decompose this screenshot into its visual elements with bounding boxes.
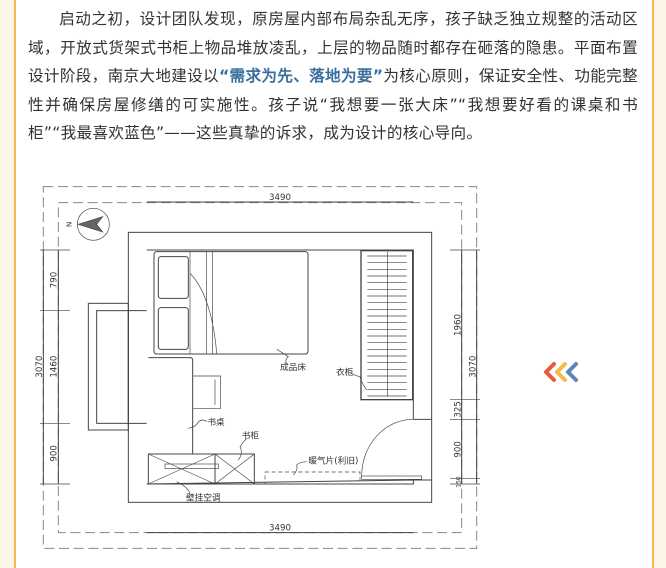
- dim-bottom: 3490: [269, 524, 291, 534]
- dim-right-3: 900: [454, 441, 464, 458]
- label-bookcase: 书柜: [242, 429, 260, 441]
- article-card: [14, 0, 654, 568]
- compass-north: N: [65, 222, 74, 227]
- label-ac: 壁挂空调: [186, 492, 221, 504]
- floor-plan: 3490 3490 3070 790 1460 900 3070 1960 32…: [35, 186, 480, 549]
- paragraph-text: 启动之初，设计团队发现，原房屋内部布局杂乱无序，孩子缺乏独立规整的活动区域，开放…: [28, 10, 638, 85]
- dim-right-1: 1960: [454, 314, 464, 336]
- label-bed: 成品床: [280, 361, 306, 373]
- dim-left-1: 790: [50, 272, 60, 289]
- label-radiator: 暖气片(利旧): [308, 454, 358, 466]
- label-wardrobe: 衣柜: [336, 366, 354, 378]
- label-desk: 书桌: [207, 416, 225, 428]
- dim-left-2: 1460: [50, 356, 60, 378]
- paragraph-text-end: 为核心原则，保证安全性、功能完整性并确保房屋修缮的可实施性。孩子说“我想要一张大…: [28, 67, 638, 142]
- dim-right-total: 3070: [468, 356, 478, 378]
- dim-left-3: 900: [50, 445, 60, 462]
- highlight-text: “需求为先、落地为要”: [218, 67, 384, 85]
- chevrons-left-icon: [544, 362, 578, 382]
- article-paragraph: 启动之初，设计团队发现，原房屋内部布局杂乱无序，孩子缺乏独立规整的活动区域，开放…: [28, 5, 638, 148]
- dim-right-2: 325: [454, 401, 464, 418]
- dim-top: 3490: [269, 193, 291, 203]
- dim-right-4: 150: [456, 476, 463, 488]
- dim-left-total: 3070: [35, 356, 45, 378]
